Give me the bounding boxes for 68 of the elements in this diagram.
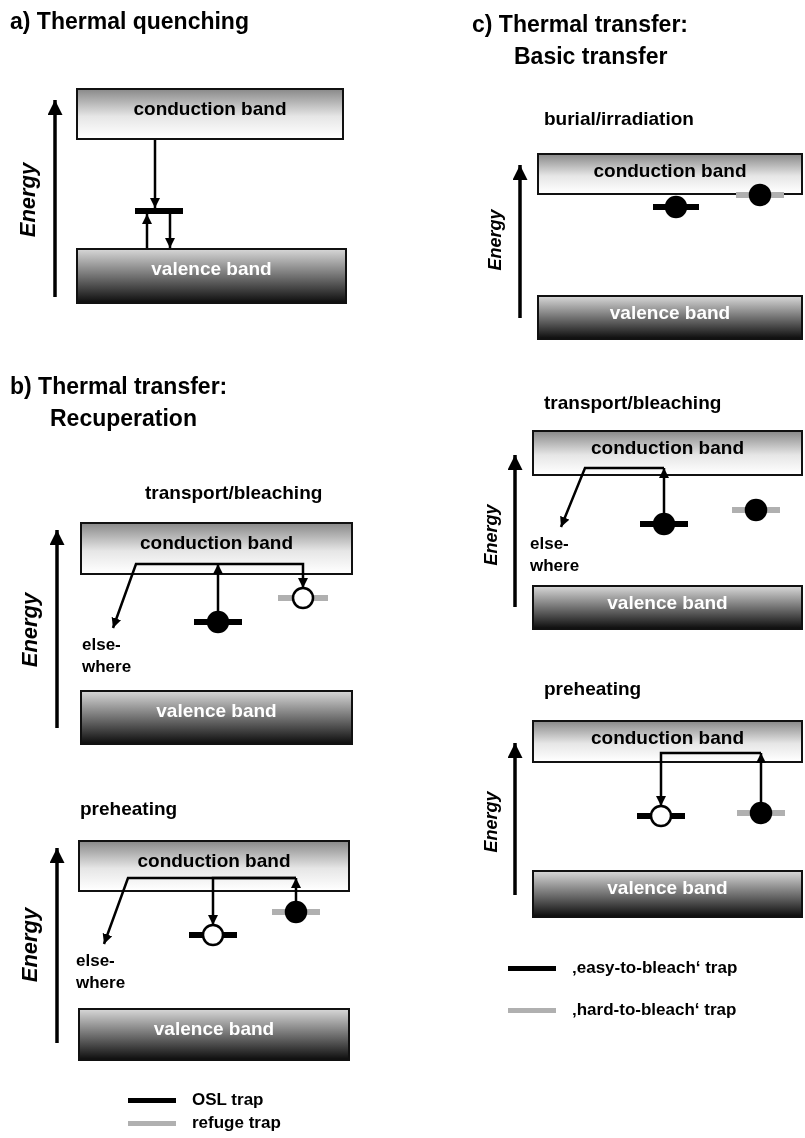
trap-level bbox=[189, 923, 237, 947]
axis-label: Energy bbox=[480, 791, 502, 853]
arrow bbox=[659, 468, 669, 514]
destination-label: else- where bbox=[530, 533, 596, 577]
energy-band bbox=[78, 840, 350, 892]
legend-label: refuge trap bbox=[192, 1113, 281, 1133]
arrow bbox=[165, 214, 175, 248]
panel-title: a) Thermal quenching bbox=[10, 8, 249, 35]
trap-level bbox=[736, 183, 784, 207]
arrow bbox=[142, 214, 152, 248]
destination-label: else- where bbox=[76, 950, 142, 994]
arrow bbox=[208, 876, 296, 925]
energy-band bbox=[532, 720, 803, 763]
stage-label: preheating bbox=[80, 798, 178, 820]
trap-level bbox=[278, 586, 328, 610]
axis-label: Energy bbox=[17, 592, 43, 668]
energy-band bbox=[532, 585, 803, 630]
band-label: conduction band bbox=[589, 726, 745, 749]
legend-label: ‚easy-to-bleach‘ trap bbox=[572, 958, 738, 978]
axis-label: Energy bbox=[484, 209, 506, 271]
trap-level bbox=[135, 208, 183, 214]
axis-label: Energy bbox=[480, 504, 502, 566]
band-label: conduction band bbox=[138, 531, 294, 554]
energy-band bbox=[532, 430, 803, 476]
arrow bbox=[656, 751, 761, 806]
axis-label: Energy bbox=[15, 162, 41, 238]
energy-band bbox=[80, 522, 353, 575]
arrow bbox=[218, 562, 308, 588]
band-label: valence band bbox=[155, 699, 278, 722]
trap-level bbox=[194, 610, 242, 634]
panel-title: c) Thermal transfer: Basic transfer bbox=[472, 10, 689, 71]
energy-band bbox=[76, 248, 347, 304]
trap-level bbox=[737, 801, 785, 825]
band-label: conduction band bbox=[589, 436, 745, 459]
energy-band bbox=[78, 1008, 350, 1061]
trap-level bbox=[653, 195, 699, 219]
arrow bbox=[213, 564, 223, 612]
energy-band bbox=[76, 88, 344, 140]
energy-band bbox=[80, 690, 353, 745]
trap-level bbox=[272, 900, 320, 924]
destination-label: else- where bbox=[82, 634, 148, 678]
arrow bbox=[111, 562, 218, 629]
stage-label: burial/irradiation bbox=[544, 108, 694, 130]
energy-band bbox=[537, 295, 803, 340]
trap-level bbox=[732, 498, 780, 522]
band-label: valence band bbox=[150, 257, 273, 280]
band-label: valence band bbox=[608, 301, 732, 324]
band-label: valence band bbox=[606, 591, 729, 614]
band-label: conduction band bbox=[132, 97, 288, 120]
energy-band bbox=[537, 153, 803, 195]
stage-label: transport/bleaching bbox=[145, 482, 323, 504]
trap-level bbox=[637, 804, 685, 828]
legend-label: OSL trap bbox=[192, 1090, 264, 1110]
band-label: valence band bbox=[606, 876, 729, 899]
band-label: conduction band bbox=[136, 849, 292, 872]
stage-label: transport/bleaching bbox=[544, 392, 722, 414]
trap-level bbox=[640, 512, 688, 536]
arrow bbox=[291, 878, 301, 902]
arrow bbox=[756, 753, 766, 803]
stage-label: preheating bbox=[544, 678, 642, 700]
arrow bbox=[150, 140, 160, 208]
panel-title: b) Thermal transfer: Recuperation bbox=[10, 372, 229, 433]
legend-label: ‚hard-to-bleach‘ trap bbox=[572, 1000, 737, 1020]
band-label: valence band bbox=[152, 1017, 276, 1040]
axis-label: Energy bbox=[17, 907, 43, 983]
energy-band bbox=[532, 870, 803, 918]
arrow bbox=[559, 466, 664, 528]
band-label: conduction band bbox=[592, 159, 748, 182]
